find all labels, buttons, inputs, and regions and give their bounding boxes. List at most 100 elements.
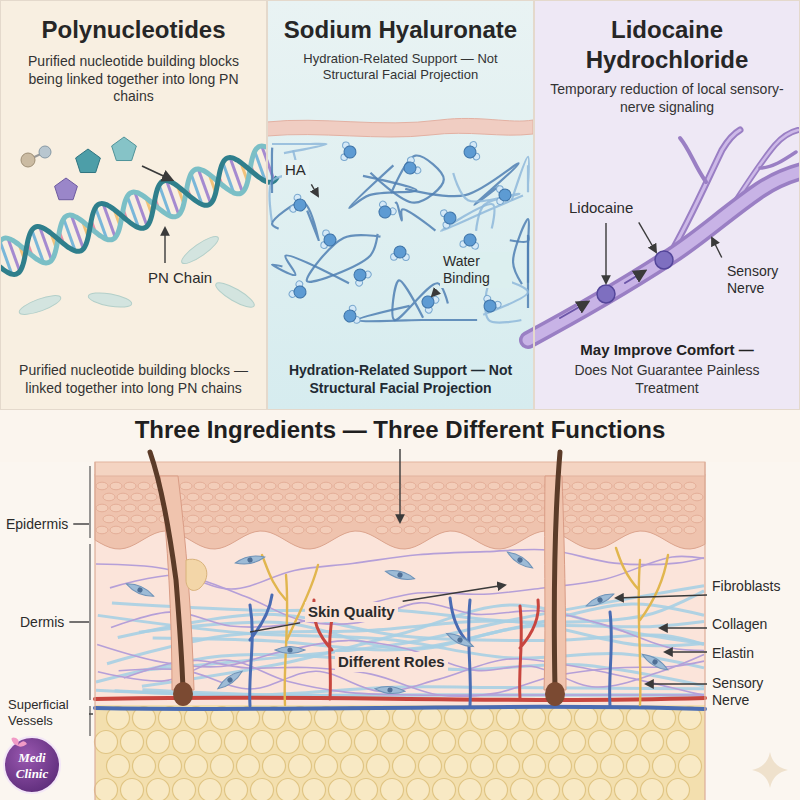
skin-cross-section-part	[642, 482, 654, 490]
skin-details-part	[520, 600, 539, 699]
skin-cross-section-part	[523, 515, 535, 523]
layer-brackets-part	[89, 706, 90, 736]
skin-cross-section-part	[376, 526, 388, 534]
panel-grounds-part	[0, 0, 266, 410]
skin-cross-section-part	[369, 515, 381, 523]
skin-details-part	[262, 555, 318, 705]
polynucleotide-illustration	[0, 137, 277, 318]
skin-cross-section-part	[516, 504, 528, 512]
skin-details-part	[610, 612, 612, 706]
skin-details-part	[375, 685, 405, 695]
skin-cross-section-part	[173, 731, 196, 754]
skin-cross-section-part	[145, 515, 157, 523]
skin-cross-section-part	[549, 707, 572, 730]
skin-cross-section-part	[229, 493, 241, 501]
logo-badge	[4, 737, 60, 793]
skin-cross-section-part	[523, 755, 546, 778]
skin-cross-section-part	[667, 731, 690, 754]
skin-cross-section-part	[404, 482, 416, 490]
skin-cross-section-part	[264, 504, 276, 512]
skin-details-part	[173, 682, 193, 706]
skin-details-part	[505, 549, 534, 571]
skin-cross-section-part	[215, 515, 227, 523]
skin-cross-section-part	[225, 731, 248, 754]
hyaluronate-illustration-part-part	[463, 233, 477, 247]
skin-details-part-part	[457, 637, 464, 644]
skin-cross-section-part	[334, 504, 346, 512]
skin-cross-section-part	[208, 482, 220, 490]
skin-cross-section-part	[222, 526, 234, 534]
skin-cross-section-part	[627, 755, 650, 778]
skin-cross-section-part	[537, 779, 560, 800]
polynucleotide-illustration-part	[142, 166, 172, 180]
skin-details-part	[385, 568, 416, 582]
skin-cross-section-part	[684, 504, 696, 512]
hyaluronate-illustration-part	[307, 234, 381, 282]
skin-cross-section-part	[367, 755, 390, 778]
skin-cross-section-part	[334, 482, 346, 490]
skin-cross-section-part	[411, 493, 423, 501]
diagram-title: Three Ingredients — Three Different Func…	[0, 416, 800, 444]
skin-cross-section-part	[201, 493, 213, 501]
panel-note: May Improve Comfort —	[547, 341, 787, 360]
skin-cross-section-part	[96, 526, 108, 534]
skin-cross-section-part	[523, 707, 546, 730]
hyaluronate-illustration-part-part	[342, 308, 357, 323]
skin-cross-section-part	[471, 707, 494, 730]
skin-cross-section-part	[383, 515, 395, 523]
structure-label: Sensory Nerve	[712, 675, 796, 709]
polynucleotide-illustration-part	[21, 153, 35, 167]
skin-details-part	[186, 559, 207, 590]
skin-cross-section-part	[315, 755, 338, 778]
skin-cross-section-part	[488, 526, 500, 534]
skin-cross-section-part	[329, 731, 352, 754]
skin-cross-section-part	[593, 493, 605, 501]
leader-line	[605, 223, 606, 283]
skin-cross-section-part	[110, 482, 122, 490]
skin-cross-section-part	[236, 482, 248, 490]
leader-line	[403, 585, 505, 601]
skin-cross-section-part	[600, 482, 612, 490]
leader-line	[73, 523, 89, 524]
skin-cross-section-part	[199, 779, 222, 800]
skin-cross-section-part	[474, 504, 486, 512]
hyaluronate-illustration-part	[395, 203, 435, 231]
skin-cross-section-part	[407, 779, 430, 800]
polynucleotide-illustration-part	[17, 292, 62, 318]
skin-cross-section-part	[485, 731, 508, 754]
skin-cross-section-part	[667, 779, 690, 800]
hyaluronate-illustration-part-part	[323, 233, 337, 247]
skin-cross-section-part	[96, 482, 108, 490]
skin-cross-section-part	[103, 493, 115, 501]
skin-cross-section-part	[194, 482, 206, 490]
skin-cross-section-part	[341, 515, 353, 523]
skin-cross-section-part	[656, 504, 668, 512]
skin-cross-section-part	[474, 482, 486, 490]
skin-cross-section-part	[124, 526, 136, 534]
skin-details-part-part	[385, 568, 416, 582]
skin-cross-section-part	[670, 504, 682, 512]
hyaluronate-illustration-part-part	[343, 145, 357, 159]
hyaluronate-illustration-part	[405, 163, 518, 205]
skin-cross-section-part	[117, 515, 129, 523]
ingredient-panel: PolynucleotidesPurified nucleotide build…	[0, 0, 267, 410]
skin-cross-section-part	[572, 504, 584, 512]
skin-cross-section-part	[355, 731, 378, 754]
skin-cross-section-part	[277, 779, 300, 800]
skin-cross-section-part	[621, 493, 633, 501]
skin-cross-section-part	[467, 515, 479, 523]
skin-cross-section-part	[131, 493, 143, 501]
hyaluronate-illustration-part	[288, 280, 310, 303]
hyaluronate-illustration-part-part	[499, 189, 511, 201]
hyaluronate-illustration-part	[341, 142, 358, 162]
skin-cross-section-part	[187, 515, 199, 523]
skin-cross-section-part	[208, 504, 220, 512]
skin-cross-section-part	[110, 526, 122, 534]
leader-line	[712, 238, 722, 258]
hyaluronate-illustration-part	[400, 156, 422, 179]
layer-brackets-part	[89, 466, 90, 538]
hyaluronate-illustration-part	[267, 118, 533, 137]
skin-cross-section-part	[159, 755, 182, 778]
skin-cross-section-part	[376, 504, 388, 512]
skin-cross-section-part	[419, 755, 442, 778]
